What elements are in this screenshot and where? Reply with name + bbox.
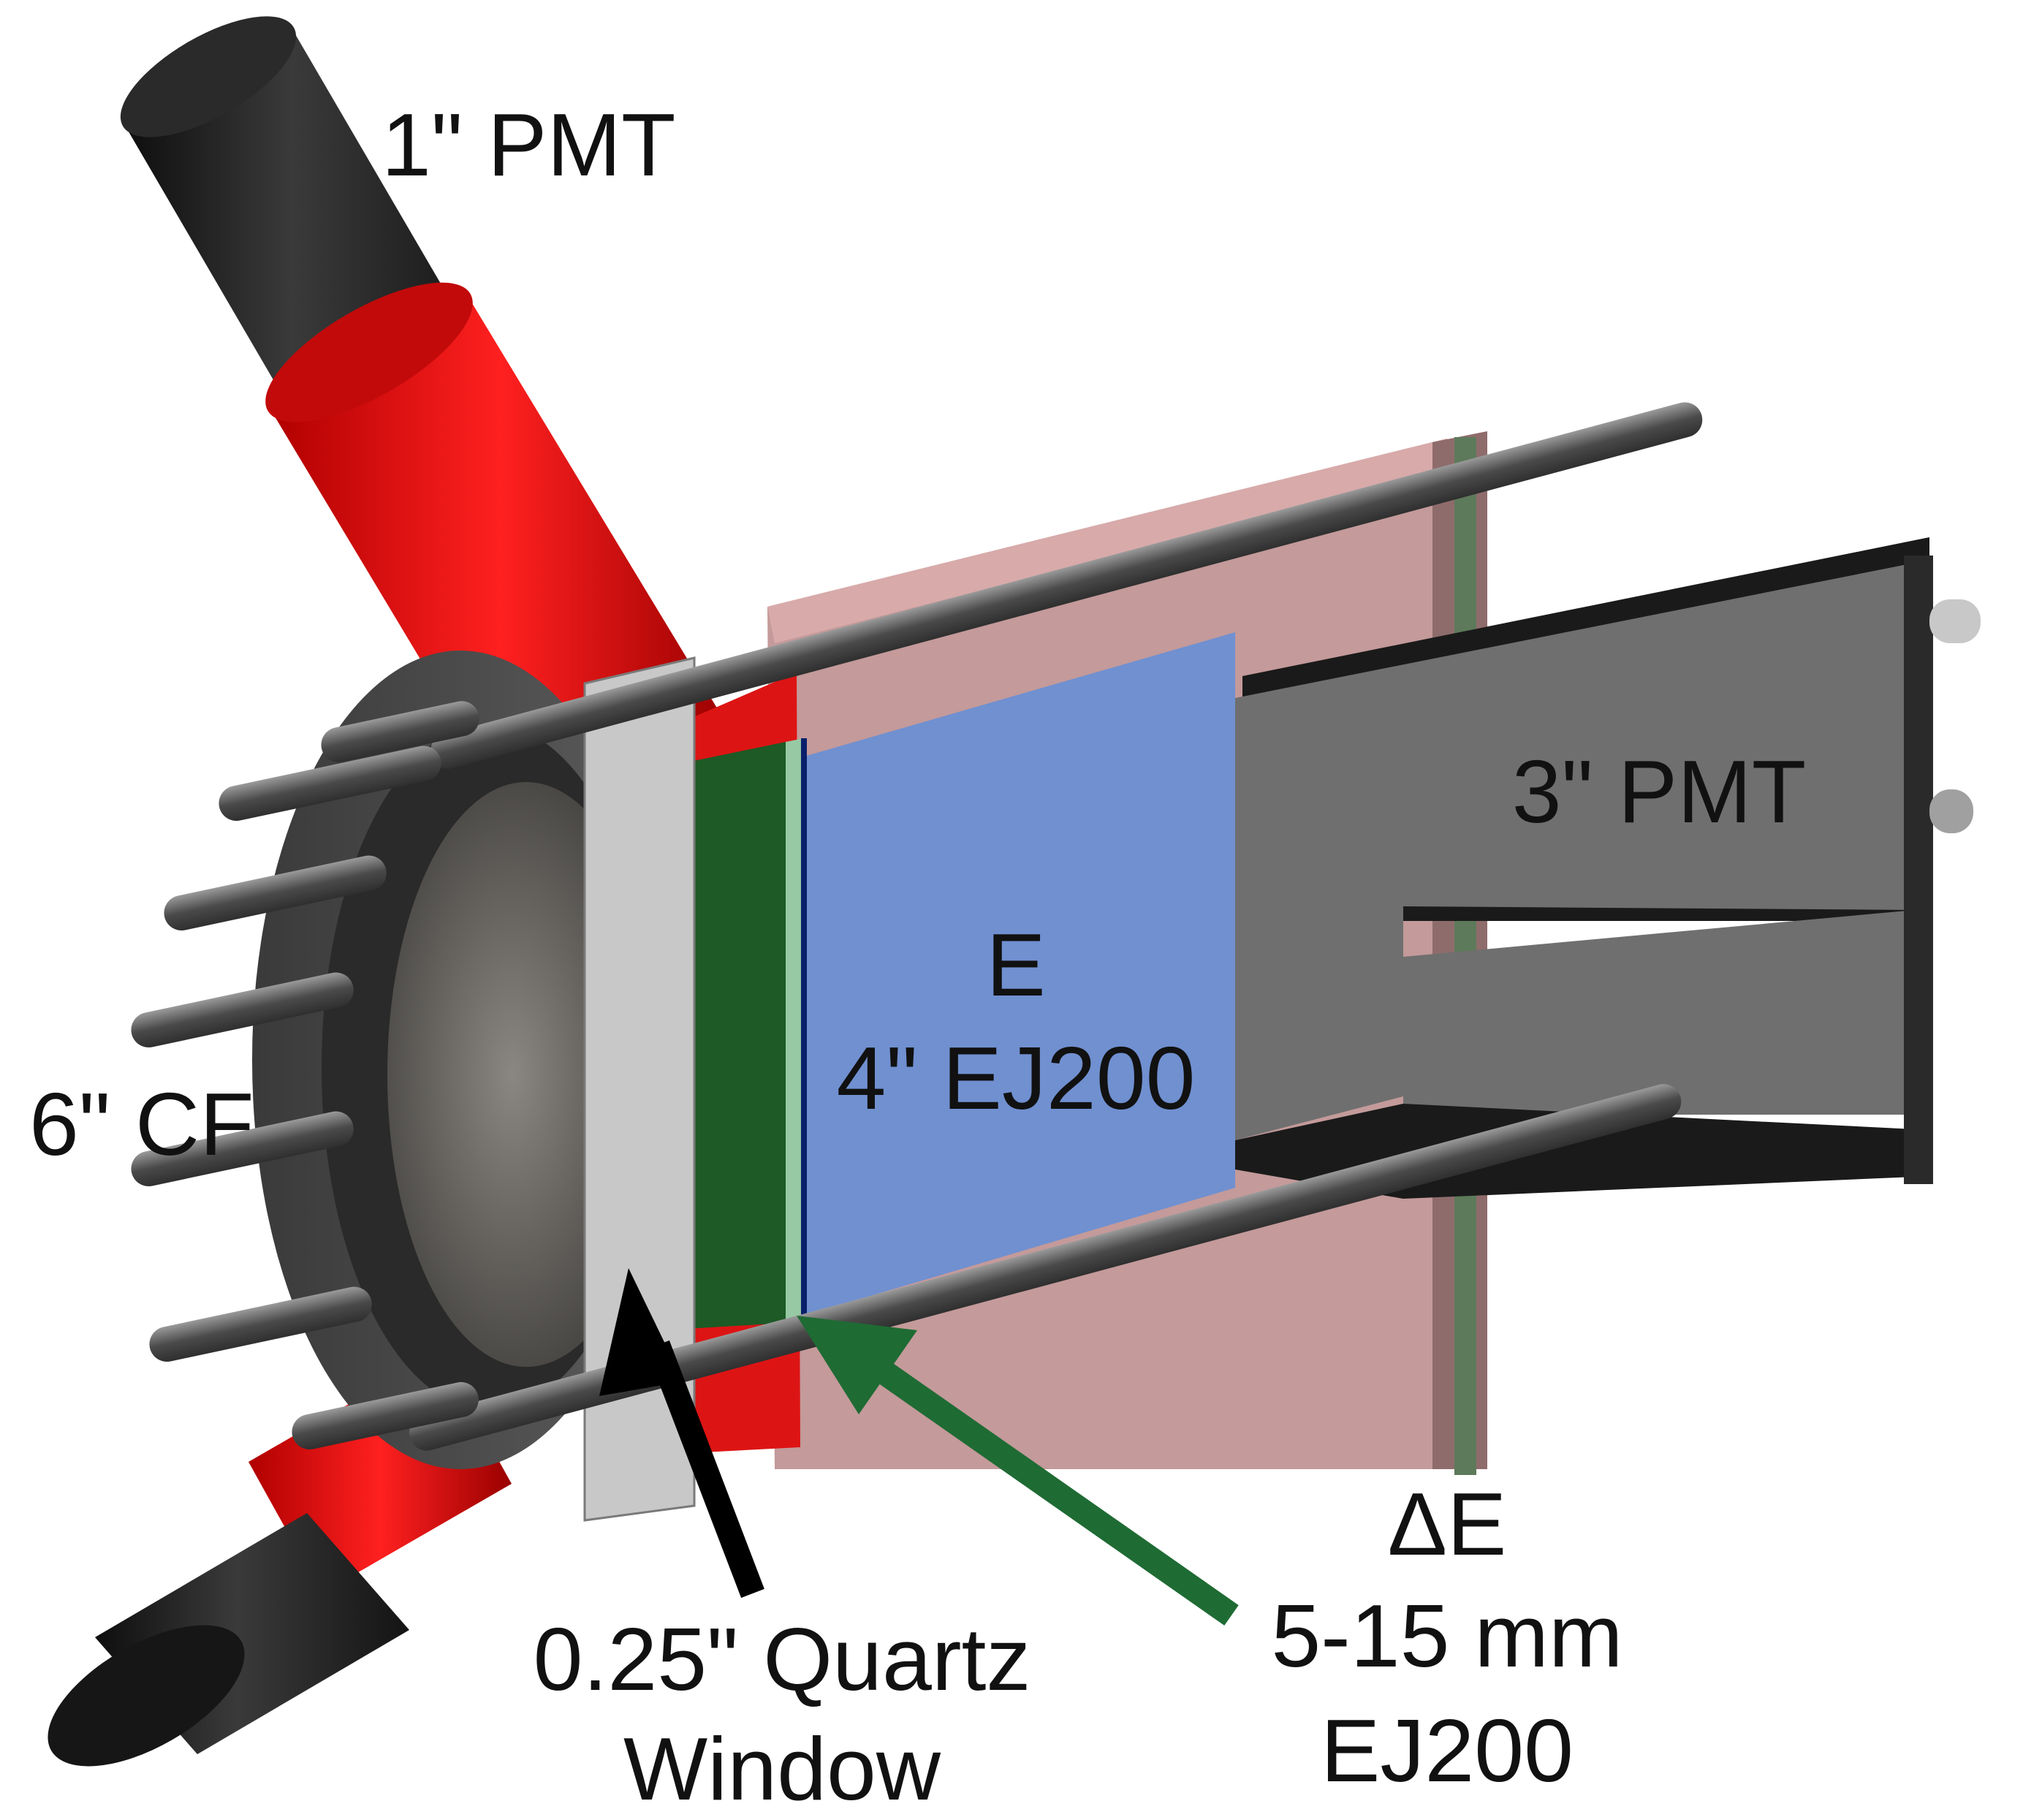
quartz-arrowhead — [599, 1268, 683, 1396]
quartz-label-line2: Window — [623, 1719, 941, 1819]
pmt-pin-upper — [1929, 599, 1981, 643]
small-pmt-top-cap — [120, 16, 297, 137]
bolt — [292, 1381, 479, 1450]
large-pmt-body — [1235, 563, 1915, 987]
bolt — [131, 972, 354, 1048]
delta-e-arrowhead — [797, 1316, 917, 1414]
threaded-rods — [131, 402, 1703, 1451]
quartz-arrow — [599, 1268, 764, 1599]
quartz-label-line1: 0.25" Quartz — [533, 1609, 1031, 1709]
bolt — [149, 1286, 372, 1362]
delta-e-title: ΔE — [1387, 1474, 1507, 1574]
flange-clamp — [583, 656, 696, 1522]
small-pmt-label: 1" PMT — [382, 95, 676, 194]
bolt — [219, 746, 441, 822]
cf-flange — [252, 651, 696, 1522]
e-title: E — [986, 915, 1046, 1015]
rod — [409, 1084, 1682, 1451]
bolt — [321, 701, 479, 763]
delta-e-thickness: 5-15 mm — [1271, 1586, 1623, 1686]
e-scintillator — [804, 632, 1235, 1316]
bolt — [131, 1111, 354, 1187]
delta-e-material: EJ200 — [1321, 1701, 1574, 1800]
pmt-pin-lower — [1929, 789, 1973, 833]
bolt — [164, 855, 387, 931]
delta-e-arrow — [797, 1316, 1239, 1626]
e-material: 4" EJ200 — [836, 1028, 1196, 1128]
flange-label: 6" CF — [29, 1074, 254, 1174]
large-pmt-label: 3" PMT — [1512, 742, 1807, 841]
rod — [430, 402, 1703, 769]
